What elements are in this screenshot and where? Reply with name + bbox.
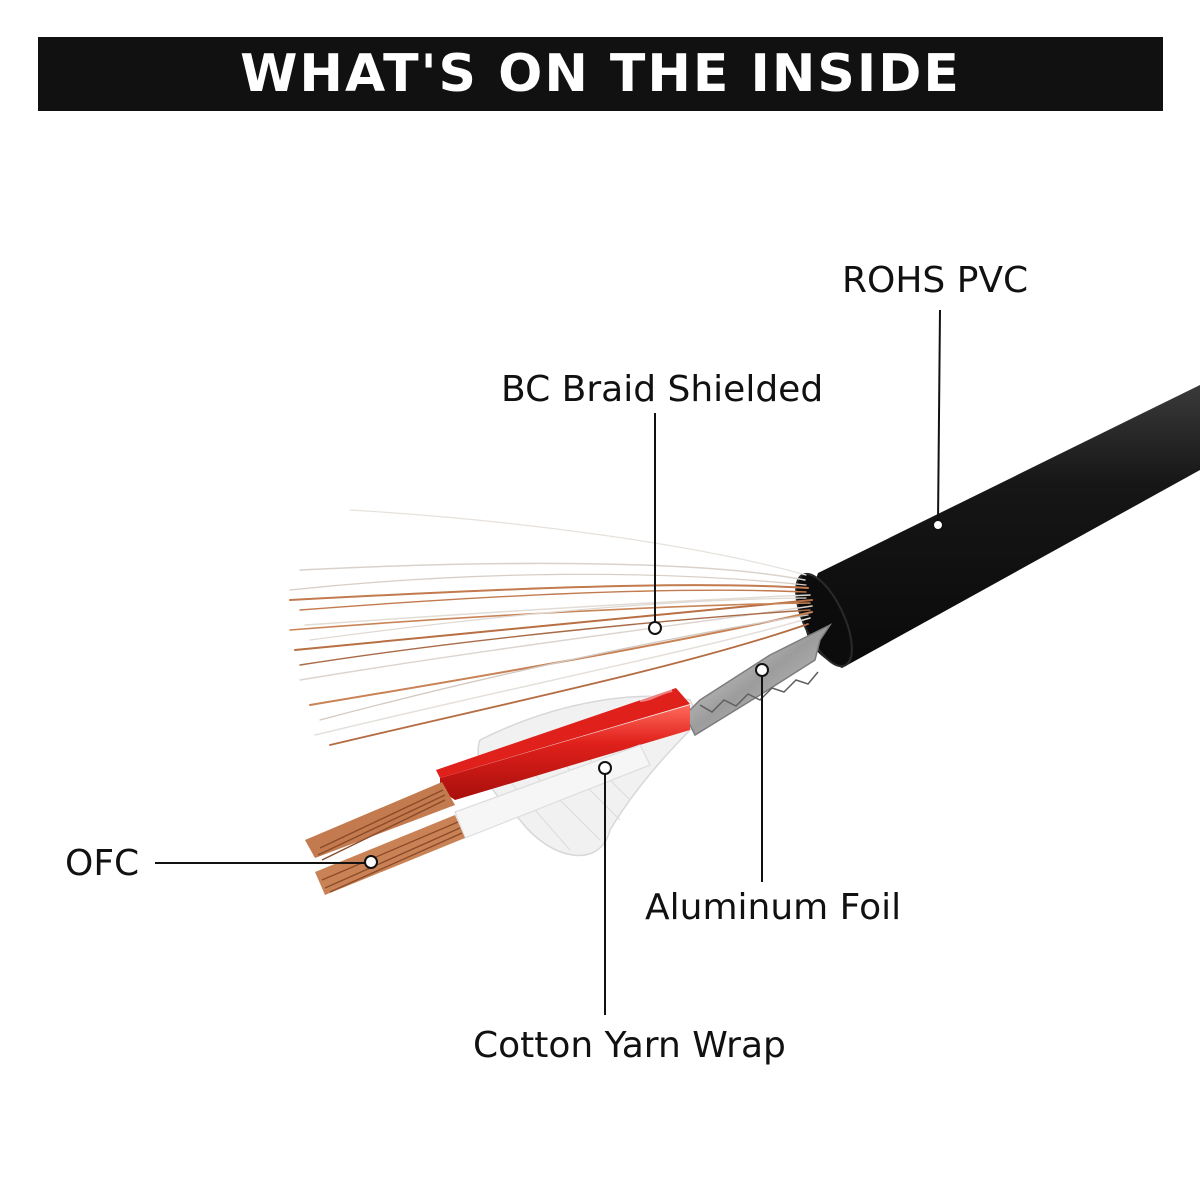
- label-bc-braid-shielded: BC Braid Shielded: [501, 369, 824, 410]
- braid-shield-strands: [289, 509, 813, 746]
- ofc-copper-ends: [305, 782, 465, 895]
- red-wire: [436, 688, 690, 800]
- callout-bc-braid: [648, 413, 662, 635]
- callout-rohs-pvc: [932, 309, 944, 531]
- label-rohs-pvc: ROHS PVC: [842, 260, 1029, 301]
- aluminum-foil: [684, 623, 833, 737]
- banner-title: WHAT'S ON THE INSIDE: [240, 44, 961, 104]
- label-ofc: OFC: [65, 843, 140, 884]
- callout-ofc: [155, 855, 378, 869]
- title-banner: WHAT'S ON THE INSIDE: [38, 37, 1163, 111]
- pvc-jacket: [795, 385, 1200, 668]
- label-cotton-yarn-wrap: Cotton Yarn Wrap: [473, 1025, 786, 1066]
- callout-aluminum-foil: [755, 663, 769, 882]
- callout-cotton-yarn: [598, 761, 612, 1015]
- label-aluminum-foil: Aluminum Foil: [645, 887, 902, 928]
